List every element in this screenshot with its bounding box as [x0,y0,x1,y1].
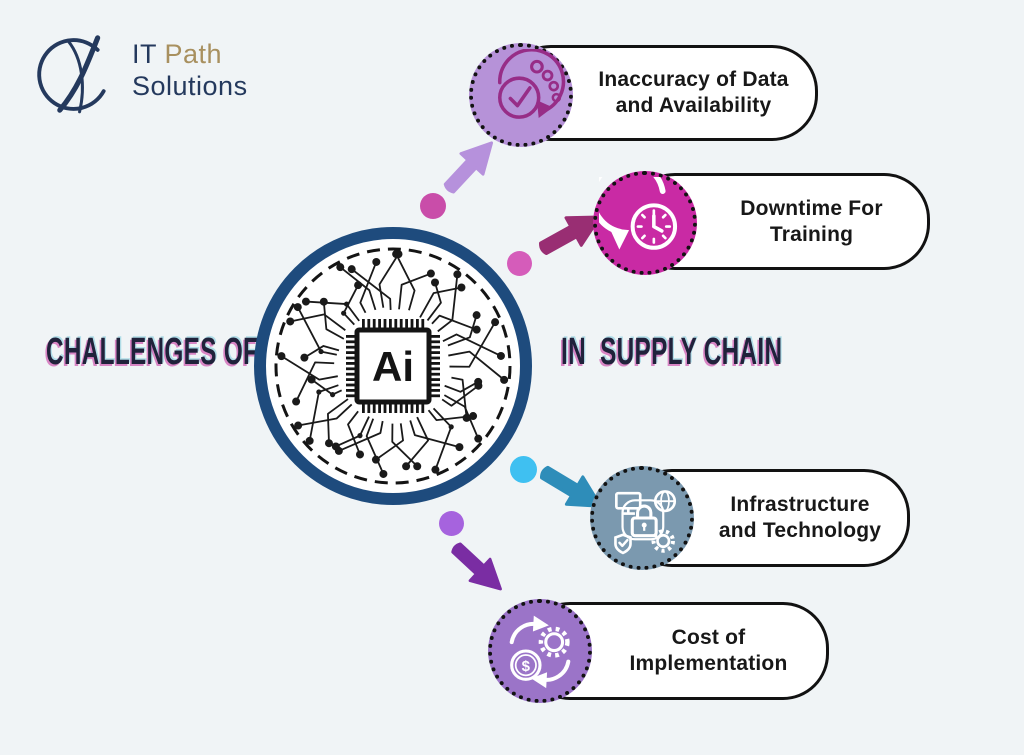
callout-cost-label: Cost of Implementation [630,625,788,677]
callout-downtime-line2: Training [769,222,854,246]
cost-gear-dollar-icon: $ [509,615,571,689]
callout-downtime-line1: Downtime For [740,196,883,220]
dashed-ring [274,247,512,485]
callout-inaccuracy-icon-circle [469,43,573,147]
callout-infrastructure-line2: and Technology [718,519,882,542]
title-challenges-of: CHALLENGES OF [46,331,259,373]
it-path-solutions-logo-icon [37,35,106,114]
callout-inaccuracy-label: Inaccuracy of Data and Availability [598,67,788,119]
callout-infrastructure-label: Infrastructure and Technology [719,492,881,544]
callout-inaccuracy-line2: and Availability [615,94,772,117]
callout-infrastructure-line1: Infrastructure [730,493,870,516]
connector-dot-inaccuracy [420,193,446,219]
chip-pins [346,319,440,413]
callout-inaccuracy-line1: Inaccuracy of Data [598,68,789,91]
connector-dot-cost [439,511,464,536]
arrow-to-downtime [539,215,602,256]
brand-name-it: IT [132,39,165,69]
title-in-supply-chain: IN SUPPLY CHAIN [561,331,783,373]
callout-downtime-icon-circle [593,171,697,275]
arrow-to-cost [451,542,502,591]
callout-cost-line1: Cost of [671,626,746,649]
brand-name: IT Path Solutions [132,38,248,102]
callout-infrastructure-icon-circle [590,466,694,570]
arrow-to-inaccuracy [443,141,494,194]
devices-security-icon [614,490,677,555]
callout-cost-icon-circle: $ [488,599,592,703]
chip-body [354,327,432,405]
brand-name-path: Path [164,39,223,69]
brand-name-solutions: Solutions [132,71,248,101]
ai-chip-circle-graphic: Ai [254,227,532,505]
brand-logo: IT Path Solutions [34,30,248,118]
data-accuracy-check-icon [497,49,566,119]
circuit-traces [277,250,509,478]
ai-chip-label: Ai [372,343,414,390]
callout-cost-line2: Implementation [629,652,788,675]
connector-dot-infrastructure [510,456,537,483]
callout-downtime-label: Downtime For Training [740,196,882,248]
svg-text:$: $ [522,658,531,675]
connector-dot-downtime [507,251,532,276]
clock-history-icon [599,177,678,250]
